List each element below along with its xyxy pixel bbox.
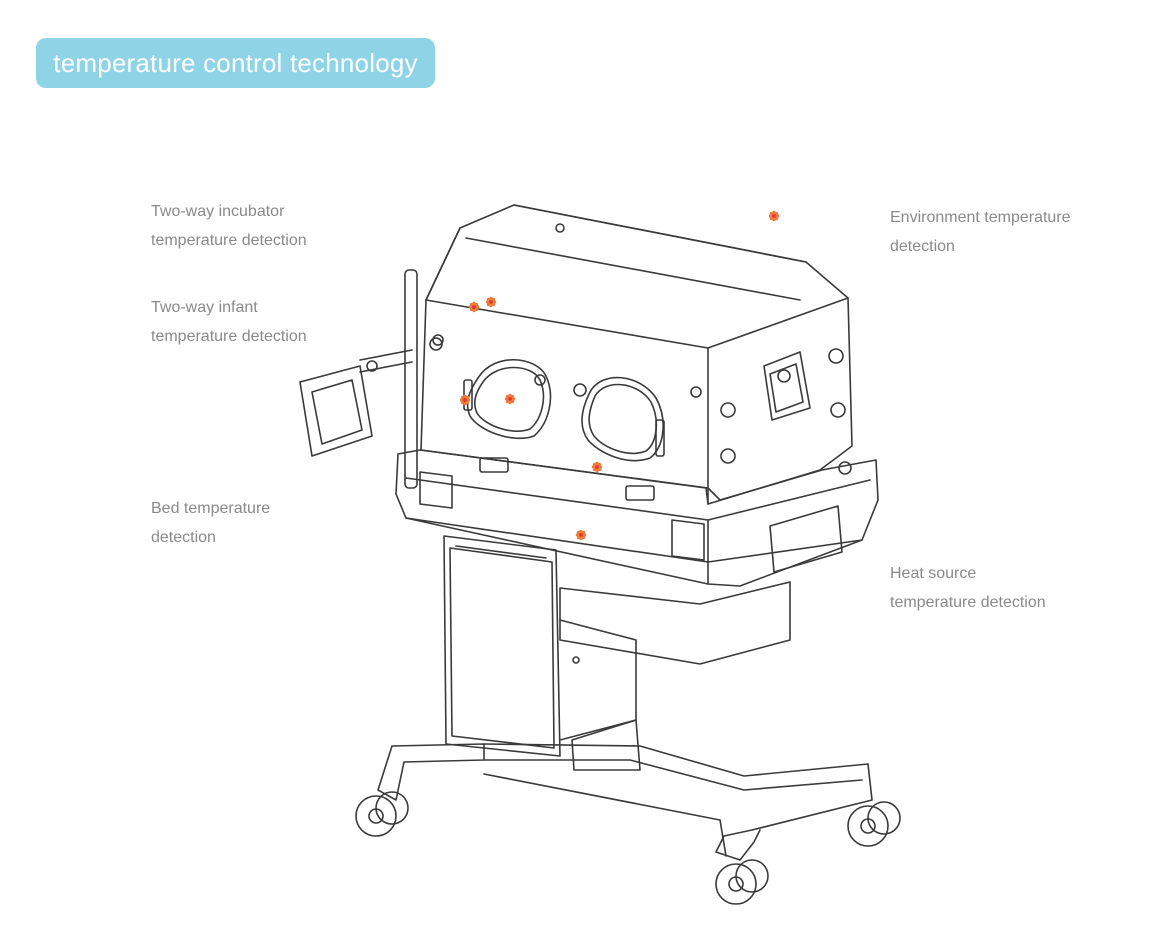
label-line: Bed temperature xyxy=(151,500,271,517)
label-bed-temperature: Bed temperature detection xyxy=(151,494,270,552)
label-environment-temperature: Environment temperature detection xyxy=(890,203,1071,261)
sensor-marker-icon xyxy=(591,461,603,473)
label-line: detection xyxy=(890,238,955,255)
sensor-marker-icon xyxy=(504,393,516,405)
title-badge: temperature control technology xyxy=(36,38,435,88)
cabinet-stand xyxy=(443,535,791,771)
label-line: temperature detection xyxy=(890,594,1046,611)
sensor-marker-icon xyxy=(459,394,471,406)
label-line: temperature detection xyxy=(151,232,307,249)
sensor-marker-icon xyxy=(468,301,480,313)
label-heat-source-temperature: Heat source temperature detection xyxy=(890,559,1046,617)
hood-side-panel xyxy=(432,334,846,464)
sensor-marker-icon xyxy=(575,529,587,541)
label-line: Heat source xyxy=(890,565,977,582)
bed-tray xyxy=(395,449,879,587)
sensor-markers xyxy=(459,210,780,541)
label-line: Two-way incubator xyxy=(151,203,285,220)
monitor-screen xyxy=(299,365,373,457)
label-line: Two-way infant xyxy=(151,299,258,316)
sensor-marker-icon xyxy=(768,210,780,222)
base-frame xyxy=(377,743,873,861)
monitor-arm xyxy=(359,269,443,489)
label-infant-temperature: Two-way infant temperature detection xyxy=(151,293,307,351)
label-line: Environment temperature xyxy=(890,209,1071,226)
caster-wheels xyxy=(355,791,901,905)
porthole-right xyxy=(573,376,665,462)
porthole-left xyxy=(463,358,552,440)
sensor-marker-icon xyxy=(485,296,497,308)
label-line: temperature detection xyxy=(151,328,307,345)
label-line: detection xyxy=(151,529,216,546)
label-incubator-temperature: Two-way incubator temperature detection xyxy=(151,197,307,255)
